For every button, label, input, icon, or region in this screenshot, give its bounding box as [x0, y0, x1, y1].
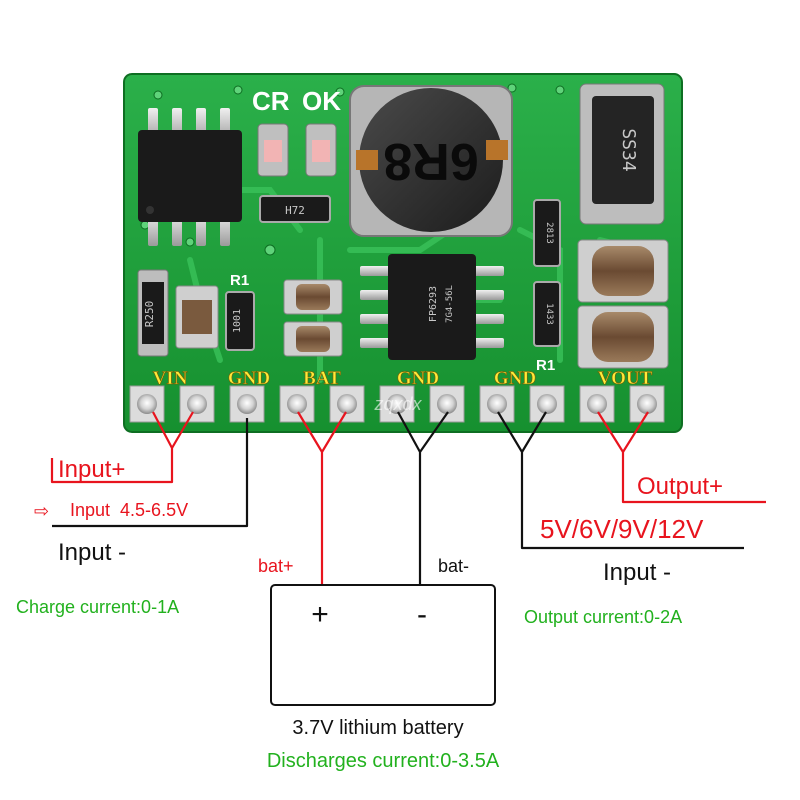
inductor: 6R8 — [349, 85, 513, 237]
pin-pad — [279, 385, 315, 423]
resistor-h72: H72 — [259, 195, 331, 223]
resistor-1001-marking: 1001 — [232, 309, 243, 333]
pin-pad — [229, 385, 265, 423]
pin-label-vout: VOUT — [598, 368, 653, 389]
wire-input-plus — [50, 411, 194, 484]
output-capacitor-top — [577, 239, 669, 303]
pin-pad — [629, 385, 665, 423]
pin-labels: VIN GND BAT GND GND VOUT — [152, 368, 653, 390]
ok-led — [305, 123, 337, 177]
output-capacitor-bottom — [577, 305, 669, 369]
charge-current-label: Charge current:0-1A — [16, 597, 179, 617]
right-chip-marking-2: 7G4-56L — [445, 285, 455, 323]
input-plus-label: Input+ — [58, 456, 125, 483]
pin-pad — [329, 385, 365, 423]
input-capacitor — [175, 285, 219, 349]
pin-pad — [129, 385, 165, 423]
output-plus-label: Output+ — [637, 473, 723, 500]
resistor-1433-marking: 1433 — [544, 303, 554, 325]
annotations: Input+ ⇨ Input 4.5-6.5V Input - bat+ bat… — [16, 456, 723, 772]
wire-bat-minus — [397, 411, 449, 584]
battery-capacitor-top — [283, 279, 343, 315]
inductor-marking: 6R8 — [383, 132, 478, 190]
diode-marking: SS34 — [618, 128, 639, 171]
bat-minus-label: bat- — [438, 556, 469, 576]
battery-name-label: 3.7V lithium battery — [292, 717, 463, 739]
battery-capacitor-bottom — [283, 321, 343, 357]
header-pins — [129, 385, 665, 423]
bat-plus-label: bat+ — [258, 556, 294, 576]
pin-pad — [479, 385, 515, 423]
pin-label-vin: VIN — [153, 368, 188, 389]
right-chip-marking-1: FP6293 — [428, 286, 439, 322]
pin-pad — [379, 385, 415, 423]
resistor-r250-marking: R250 — [143, 301, 156, 328]
wire-input-minus-right — [497, 411, 744, 550]
pin-label-gnd-3: GND — [494, 368, 536, 389]
pin-pad — [179, 385, 215, 423]
input-minus-right-label: Input - — [603, 559, 671, 586]
pin-label-gnd-1: GND — [228, 368, 270, 389]
output-current-label: Output current:0-2A — [524, 607, 682, 627]
discharge-current-label: Discharges current:0-3.5A — [267, 750, 500, 772]
silkscreen-cr: CR — [252, 86, 290, 116]
resistor-1001: 1001 — [225, 291, 255, 351]
resistor-r250: R250 — [137, 269, 169, 357]
wire-bat-plus — [297, 411, 347, 584]
wire-input-minus-left — [52, 418, 249, 528]
battery-symbol: + - — [270, 584, 496, 706]
battery-minus-symbol: - — [417, 598, 427, 631]
input-range-label: Input 4.5-6.5V — [70, 500, 188, 520]
pcb-board: CR OK — [123, 73, 683, 433]
input-range-arrow-icon: ⇨ — [34, 501, 49, 521]
watermark: zqxdx — [373, 394, 422, 414]
input-minus-left-label: Input - — [58, 539, 126, 566]
cr-led — [257, 123, 289, 177]
resistor-2813-marking: 2813 — [544, 222, 554, 244]
r1-label-right: R1 — [536, 357, 555, 374]
left-soic-chip — [138, 108, 242, 246]
output-voltages-label: 5V/6V/9V/12V — [540, 514, 704, 544]
r1-label-left: R1 — [230, 272, 249, 289]
silkscreen-ok: OK — [302, 86, 341, 116]
battery-plus-symbol: + — [311, 598, 329, 631]
wire-output-plus — [597, 411, 766, 504]
resistor-2813: 2813 — [533, 199, 561, 267]
resistor-1433: 1433 — [533, 281, 561, 347]
pin-pad — [429, 385, 465, 423]
pin-pad — [529, 385, 565, 423]
resistor-h72-marking: H72 — [285, 204, 305, 217]
diode-ss34: SS34 — [579, 83, 665, 225]
pin-pad — [579, 385, 615, 423]
right-soic-chip: FP6293 7G4-56L — [360, 254, 504, 360]
pin-label-bat: BAT — [303, 368, 341, 389]
wires — [50, 411, 766, 584]
pin-label-gnd-2: GND — [397, 368, 439, 389]
